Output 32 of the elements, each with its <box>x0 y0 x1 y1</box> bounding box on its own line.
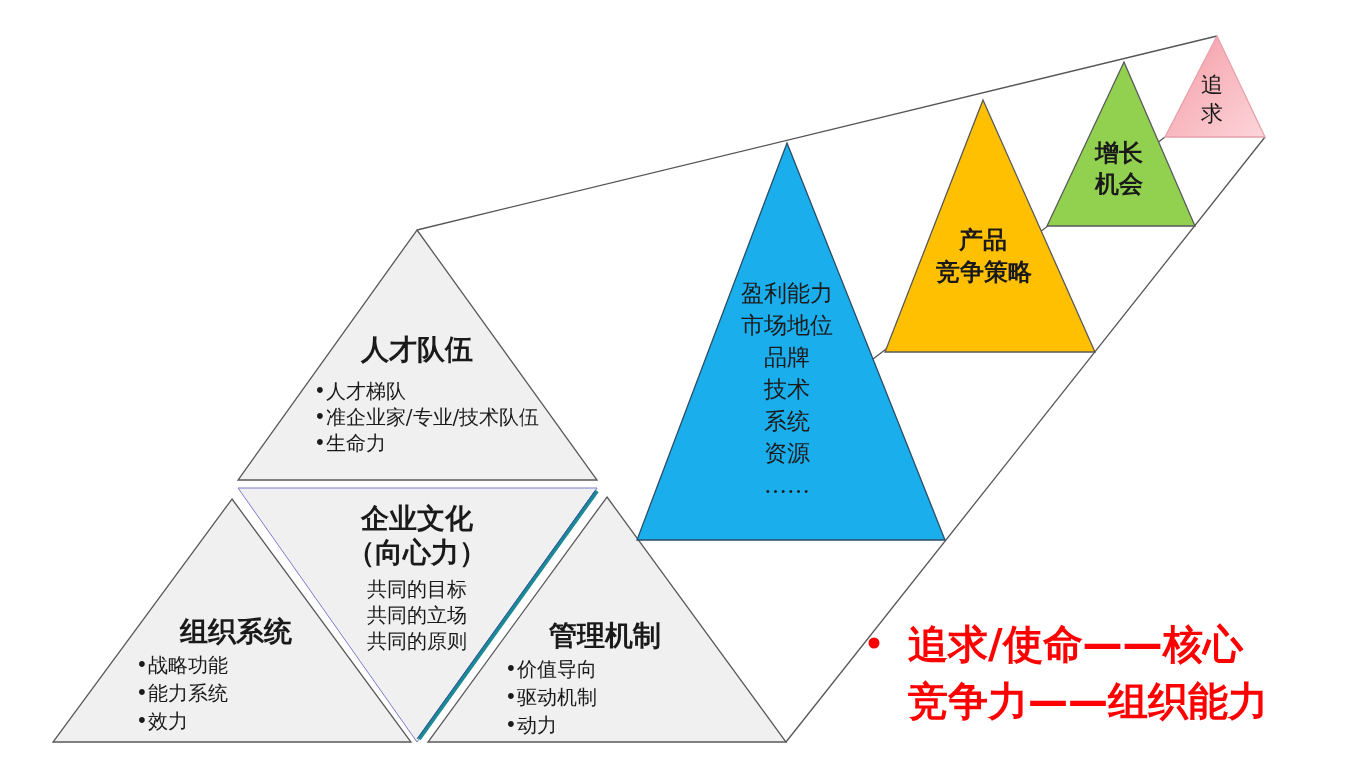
label-text: 竞争策略 <box>936 256 1032 288</box>
list-item: •准企业家/专业/技术队伍 <box>314 404 540 430</box>
list-item: 共同的目标 <box>367 576 467 602</box>
list-item: 品牌 <box>764 343 810 372</box>
list-item: 资源 <box>764 439 810 468</box>
heading: 人才队伍 <box>361 333 473 367</box>
heading: 企业文化（向心力） <box>346 502 488 570</box>
heading: 管理机制 <box>549 619 661 653</box>
list-item: 市场地位 <box>741 311 833 340</box>
list-item: •人才梯队 <box>314 378 406 404</box>
label-text: 追求 <box>1200 71 1224 128</box>
list-item: 系统 <box>764 407 810 436</box>
list-item: •动力 <box>505 712 557 738</box>
label-text: 增长机会 <box>1093 137 1144 199</box>
triangle <box>1044 59 1198 229</box>
list-item: 共同的立场 <box>367 602 467 628</box>
list-item: 共同的原则 <box>367 628 467 654</box>
list-item: 盈利能力 <box>741 279 833 308</box>
triangle <box>235 227 600 483</box>
triangle <box>1162 33 1268 140</box>
list-item: •效力 <box>136 708 188 734</box>
list-item: •价值导向 <box>505 656 597 682</box>
highlight-text: 追求/使命——核心 <box>908 622 1243 666</box>
list-item: •能力系统 <box>136 680 228 706</box>
list-item: •战略功能 <box>136 652 228 678</box>
heading: 组织系统 <box>180 615 292 649</box>
label-text: 产品 <box>959 224 1007 256</box>
list-item: …… <box>764 471 810 500</box>
highlight-text: 竞争力——组织能力 <box>908 679 1268 723</box>
list-item: •驱动机制 <box>505 684 597 710</box>
list-item: 技术 <box>764 375 810 404</box>
list-item: •生命力 <box>314 430 386 456</box>
